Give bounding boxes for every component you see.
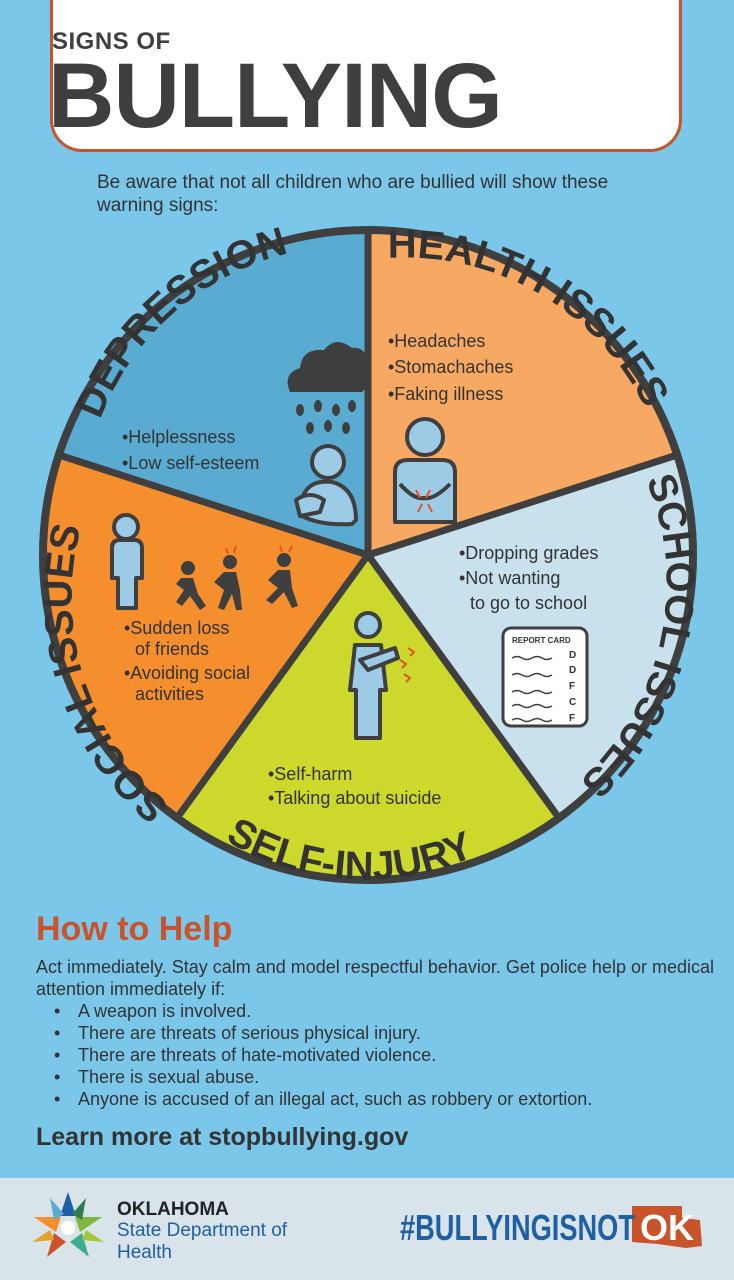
footer xyxy=(0,1178,734,1280)
svg-text:OK: OK xyxy=(640,1207,694,1248)
svg-text:D: D xyxy=(569,650,576,661)
svg-text:D: D xyxy=(569,665,576,676)
social-item-3: •Avoiding social xyxy=(124,663,250,683)
school-item-3: to go to school xyxy=(470,593,587,613)
social-item-1: •Sudden loss xyxy=(124,618,229,638)
svg-text:F: F xyxy=(569,713,575,724)
org-name-line1: OKLAHOMA xyxy=(117,1199,229,1220)
self-harm-person-icon xyxy=(348,611,415,740)
list-item: There is sexual abuse. xyxy=(48,1066,592,1088)
intro-text: Be aware that not all children who are b… xyxy=(97,172,609,216)
org-name-line2: State Department of Health xyxy=(117,1220,288,1263)
signs-wheel: DEPRESSION HEALTH ISSUES SCHOOL ISSUES S… xyxy=(36,219,701,888)
page-title: BULLYING xyxy=(48,45,503,147)
how-to-help-text: Act immediately. Stay calm and model res… xyxy=(36,957,714,999)
title-box xyxy=(50,0,682,152)
sad-person-icon xyxy=(294,444,358,527)
list-item: A weapon is involved. xyxy=(48,1000,592,1022)
learn-more-link[interactable]: Learn more at stopbullying.gov xyxy=(36,1123,409,1151)
svg-text:F: F xyxy=(569,681,575,692)
selfinjury-item-1: •Self-harm xyxy=(268,764,352,784)
health-item-3: •Faking illness xyxy=(388,384,503,404)
school-item-2: •Not wanting xyxy=(459,568,560,588)
segment-depression-fill xyxy=(59,230,368,555)
rain-cloud-icon xyxy=(287,341,371,434)
svg-text:C: C xyxy=(569,697,576,708)
social-item-4: activities xyxy=(135,684,204,704)
stomachache-person-icon xyxy=(393,417,457,524)
how-to-help-heading: How to Help xyxy=(36,910,233,948)
depression-item-1: •Helplessness xyxy=(122,427,235,447)
health-item-1: •Headaches xyxy=(388,331,485,351)
list-item: There are threats of hate-motivated viol… xyxy=(48,1044,592,1066)
running-kids-icon xyxy=(176,545,298,610)
depression-item-2: •Low self-esteem xyxy=(122,453,259,473)
list-item: There are threats of serious physical in… xyxy=(48,1022,592,1044)
title-small: SIGNS OF xyxy=(52,28,171,55)
isolated-person-icon xyxy=(110,513,144,610)
osdh-logo-icon xyxy=(32,1192,104,1257)
svg-text:#BULLYINGISNOT: #BULLYINGISNOT xyxy=(400,1207,635,1248)
selfinjury-item-2: •Talking about suicide xyxy=(268,788,441,808)
oklahoma-shape xyxy=(632,1206,702,1248)
hashtag-logo: #BULLYINGISNOT OK xyxy=(400,1206,702,1248)
help-list: A weapon is involved. There are threats … xyxy=(48,1000,592,1110)
health-item-2: •Stomachaches xyxy=(388,357,513,377)
list-item: Anyone is accused of an illegal act, suc… xyxy=(48,1088,592,1110)
report-card-icon: REPORT CARD D D F C F xyxy=(501,626,589,728)
social-item-2: of friends xyxy=(135,639,209,659)
school-item-1: •Dropping grades xyxy=(459,543,598,563)
svg-text:REPORT CARD: REPORT CARD xyxy=(512,636,571,645)
